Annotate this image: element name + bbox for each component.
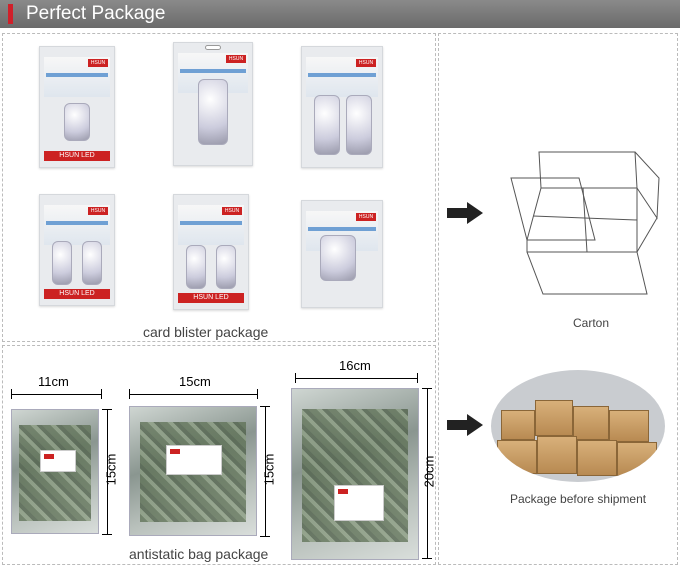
brand-tag: HSUN — [88, 207, 108, 215]
bag-panel: 11cm 15cm 15cm 15cm 16cm 20cm antistatic… — [2, 345, 436, 565]
accent-bar — [8, 4, 13, 24]
brand-tag: HSUN — [88, 59, 108, 67]
pack-footer-label: HSUN LED — [44, 289, 110, 299]
page-title: Perfect Package — [26, 3, 166, 24]
bag-height-label: 20cm — [421, 455, 437, 488]
blister-pack: HSUN — [301, 46, 383, 168]
antistatic-bag — [129, 406, 257, 536]
bulb-image — [314, 95, 340, 155]
shipment-caption: Package before shipment — [510, 492, 647, 506]
brand-tag: HSUN — [226, 55, 246, 63]
blister-caption: card blister package — [143, 324, 269, 340]
blister-panel: HSUN HSUN LED HSUN HSUN HSUN HSUN LED HS… — [2, 33, 436, 342]
bag-width-label: 16cm — [339, 358, 371, 373]
warehouse-photo — [491, 370, 665, 482]
carton-caption: Carton — [573, 316, 610, 330]
bag-height-label: 15cm — [103, 453, 119, 486]
bulb-image — [52, 241, 72, 285]
arrow-right-icon — [447, 202, 483, 224]
blister-pack: HSUN HSUN LED — [173, 194, 249, 310]
brand-tag: HSUN — [356, 59, 376, 67]
section-header: Perfect Package — [0, 0, 680, 28]
pack-footer-label: HSUN LED — [44, 151, 110, 161]
bulb-image — [82, 241, 102, 285]
pack-footer-label: HSUN LED — [178, 293, 244, 303]
antistatic-bag — [291, 388, 419, 560]
bulb-image — [198, 79, 228, 145]
bag-width-label: 15cm — [179, 374, 211, 389]
blister-pack: HSUN — [301, 200, 383, 308]
bulb-image — [216, 245, 236, 289]
shipping-panel: Carton Package before shipment — [438, 33, 678, 565]
bag-width-label: 11cm — [38, 374, 69, 389]
carton-image — [510, 151, 660, 295]
blister-pack: HSUN HSUN LED — [39, 194, 115, 306]
arrow-right-icon — [447, 414, 483, 436]
brand-tag: HSUN — [222, 207, 242, 215]
bag-height-label: 15cm — [261, 453, 277, 486]
blister-pack: HSUN HSUN LED — [39, 46, 115, 168]
bag-caption: antistatic bag package — [129, 546, 269, 562]
antistatic-bag — [11, 409, 99, 534]
blister-pack: HSUN — [173, 42, 253, 166]
bulb-image — [320, 235, 356, 281]
brand-tag: HSUN — [356, 213, 376, 221]
bulb-image — [186, 245, 206, 289]
bulb-image — [346, 95, 372, 155]
bulb-image — [64, 103, 90, 141]
